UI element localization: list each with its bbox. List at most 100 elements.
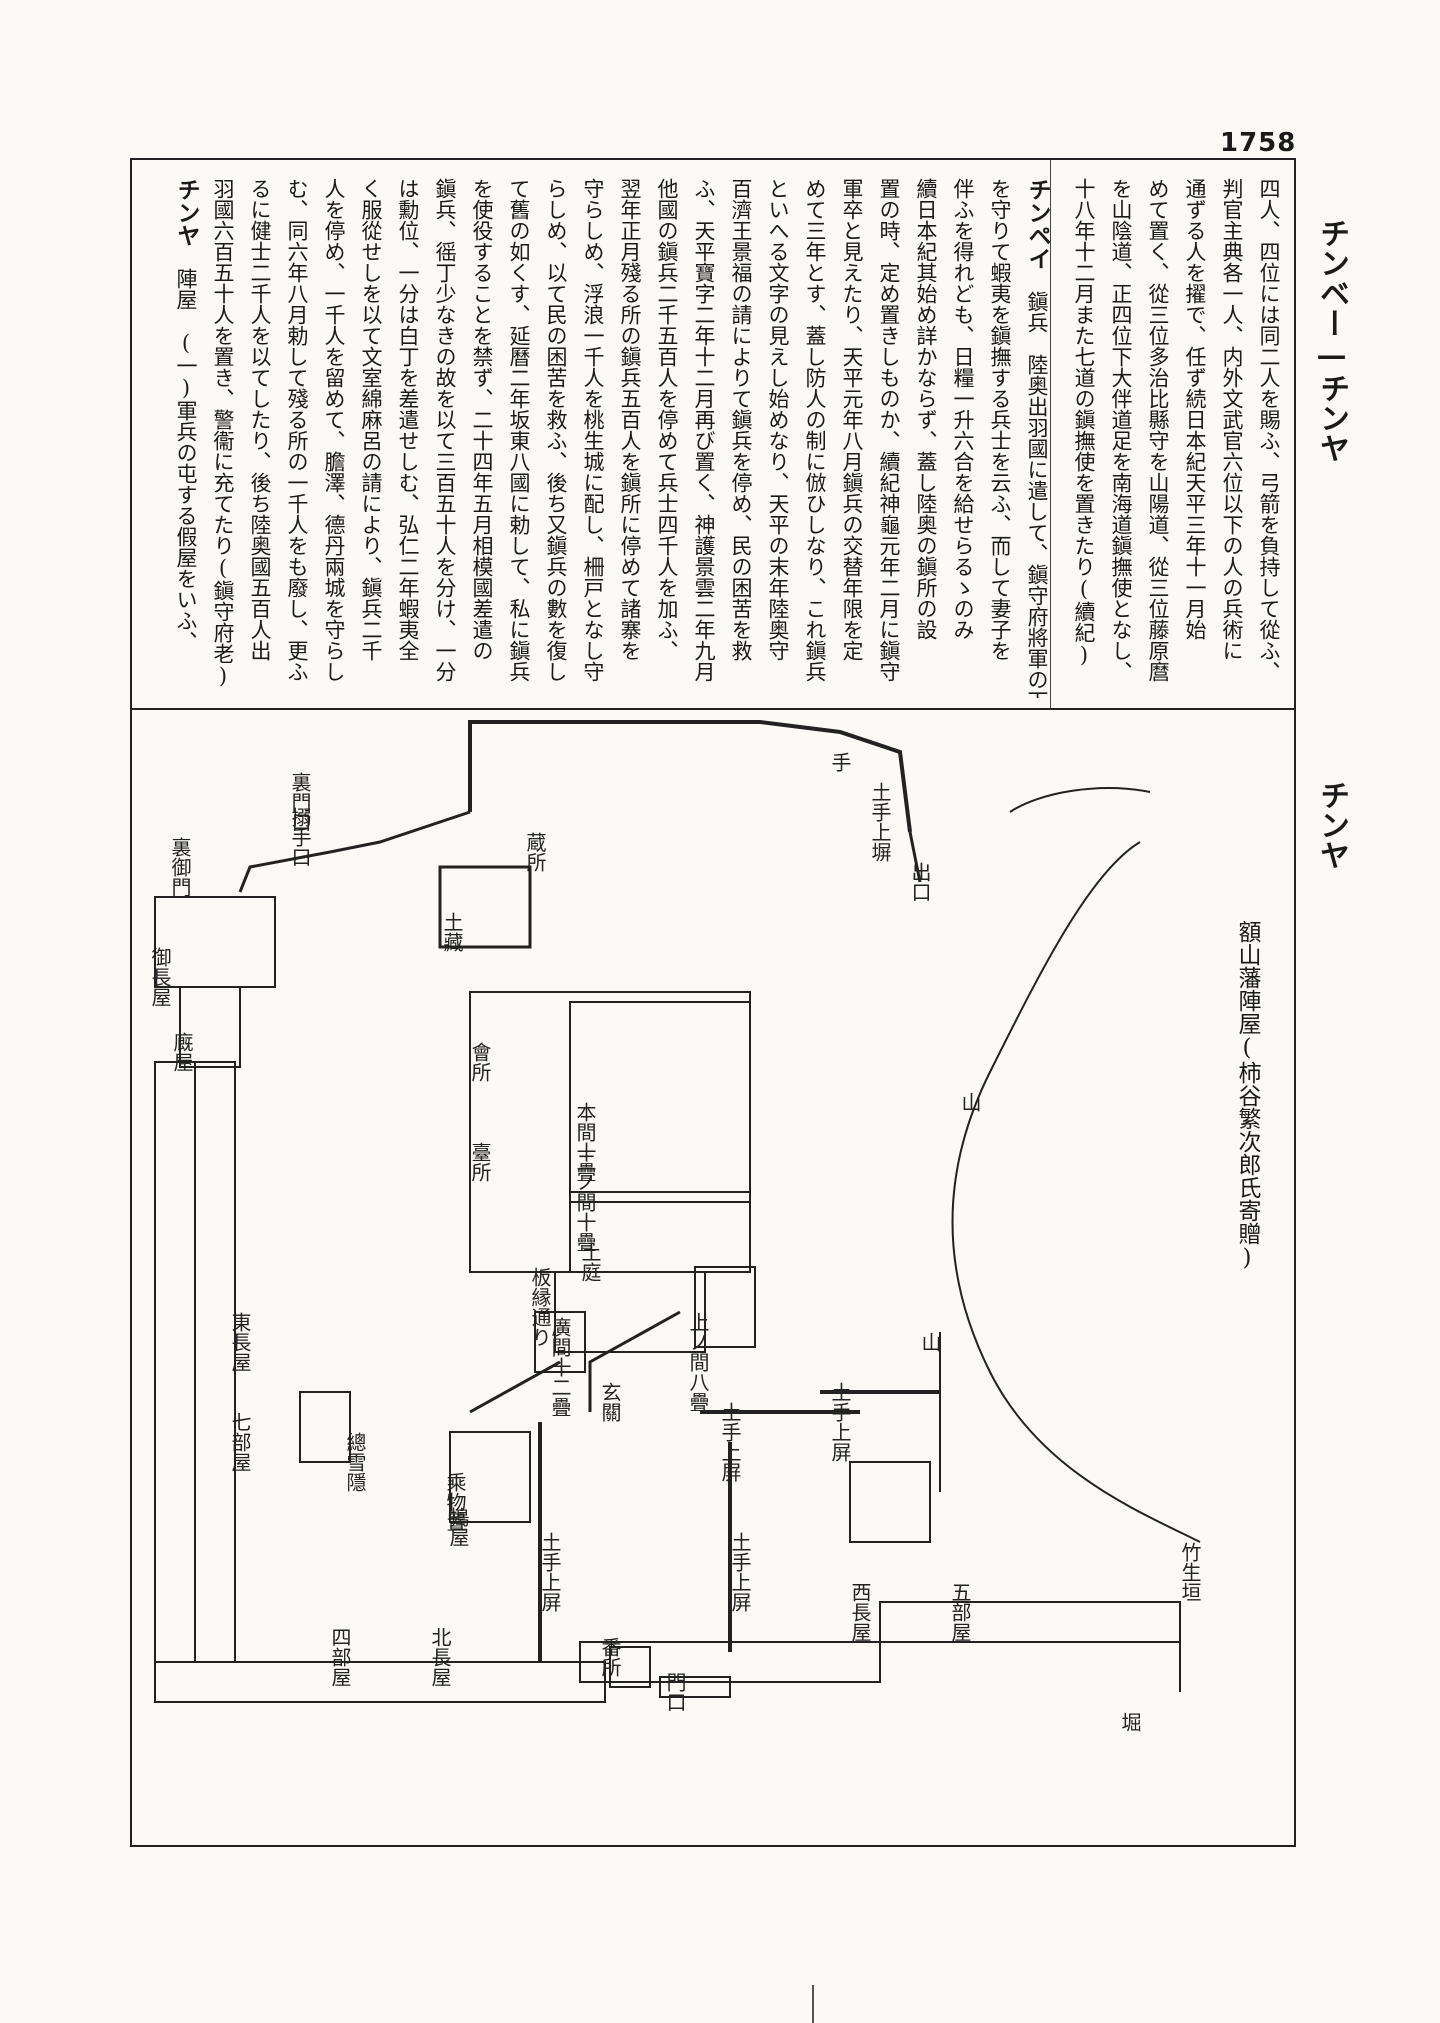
map-label-ha: 堀 <box>1118 1712 1142 1732</box>
column-text: む、同六年八月勅して殘る所の一千人をも廢し、更ふ <box>285 178 309 682</box>
column-text: 鎭兵 陸奥出羽國に遣して、鎭守府將軍の下に屬し、諸城柵 <box>1025 270 1049 698</box>
text-column: 羽國六百五十人を置き、警衞に充てたり(鎭守府老) <box>206 178 242 698</box>
text-column: らしめ、以て民の困苦を救ふ、後ち又鎭兵の數を復し <box>539 178 575 698</box>
map-label-gate-nw: 裏門口 <box>288 772 312 832</box>
map-label-norimono: 乘物置 <box>443 1472 467 1532</box>
column-text: 人を停め、一千人を留めて、膽澤、德丹兩城を守らし <box>322 178 346 682</box>
text-column: 鎭兵、徭丁少なきの故を以て三百五十人を分け、一分 <box>428 178 464 698</box>
map-label-yama1: 山 <box>958 1092 982 1112</box>
column-text: 置の時、定め置きしものか、續紀神龜元年二月に鎭守 <box>877 178 901 682</box>
text-column: めて三年とす、蓋し防人の制に倣ひしなり、これ鎭兵 <box>798 178 834 698</box>
map-label-dote-center: 土手上屏 <box>728 1532 752 1612</box>
map-label-shibuya: 四部屋 <box>328 1627 352 1687</box>
map-label-kamima: 上ノ間八疊 <box>686 1312 710 1412</box>
column-text: 通ずる人を擢で、任ず続日本紀天平三年十一月始 <box>1183 178 1207 640</box>
text-column: を山陰道、正四位下大伴道足を南海道鎭撫使となし、 <box>1104 178 1140 698</box>
text-column: を使役することを禁ず、二十四年五月相模國差遣の <box>465 178 501 698</box>
map-label-doniwa: 土庭 <box>578 1242 602 1282</box>
text-column: 守らしめ、浮浪一千人を桃生城に配し、柵戸となし守 <box>576 178 612 698</box>
map-label-yama2: 山 <box>918 1332 942 1352</box>
map-label-gate-nw2: 搦手口 <box>288 807 312 867</box>
text-column: チンペイ 鎭兵 陸奥出羽國に遣して、鎭守府將軍の下に屬し、諸城柵 <box>1020 178 1056 698</box>
map-caption: 額山藩陣屋(柿谷繁次郎氏寄贈) <box>1234 920 1260 1271</box>
entry-heading: チンペイ <box>1024 178 1050 270</box>
column-text: 續日本紀其始め詳かならず、蓋し陸奥の鎭所の設 <box>914 178 938 640</box>
text-column: 他國の鎭兵二千五百人を停めて兵士四千人を加ふ、 <box>650 178 686 698</box>
column-text: るに健士二千人を以てしたり、後ち陸奥國五百人出 <box>248 178 272 661</box>
map-label-genkan: 玄關 <box>598 1382 622 1422</box>
map-label-kitanagaya: 北長屋 <box>428 1627 452 1687</box>
column-text: く服從せしを以て文室綿麻呂の請により、鎭兵二千 <box>359 178 383 661</box>
column-text: ふ、天平寶字二年十二月再び置く、神護景雲二年九月 <box>692 178 716 682</box>
text-column: ふ、天平寶字二年十二月再び置く、神護景雲二年九月 <box>687 178 723 698</box>
text-column: めて置く、從三位多治比縣守を山陽道、從三位藤原麿 <box>1141 178 1177 698</box>
text-column: む、同六年八月勅して殘る所の一千人をも廢し、更ふ <box>280 178 316 698</box>
text-column: 翌年正月殘る所の鎭兵五百人を鎭所に停めて諸寨を <box>613 178 649 698</box>
map-label-dozo: 土藏 <box>440 912 464 952</box>
column-text: 四人、四位には同二人を賜ふ、弓箭を負持して從ふ、 <box>1257 178 1281 682</box>
map-label-daidokoro: 臺所 <box>468 1142 492 1182</box>
column-text: めて三年とす、蓋し防人の制に倣ひしなり、これ鎭兵 <box>803 178 827 682</box>
column-text: 判官主典各一人、内外文武官六位以下の人の兵術に <box>1220 178 1244 661</box>
column-text: 軍卒と見えたり、天平元年八月鎭兵の交替年限を定 <box>840 178 864 661</box>
map-label-shichibuya: 七部屋 <box>228 1412 252 1472</box>
entry-heading: チンヤ <box>173 178 199 247</box>
column-text: は勳位、一分は白丁を差遣せしむ、弘仁二年蝦夷全 <box>396 178 420 661</box>
column-text: 百濟王景福の請によりて鎭兵を停め、民の困苦を救 <box>729 178 753 661</box>
jinya-map: 土手上塀 手 出口 裏門口 搦手口 裏御門 土藏 蔵所 御長屋 廐屋 東長屋 七… <box>140 712 1280 1832</box>
column-text: 他國の鎭兵二千五百人を停めて兵士四千人を加ふ、 <box>655 178 679 661</box>
map-label-tsukiya: 搗屋 <box>446 1507 470 1547</box>
text-column: といへる文字の見えし始めなり、天平の末年陸奥守 <box>761 178 797 698</box>
map-label-exit: 出口 <box>908 862 932 902</box>
map-label-dote-mid: 土手上屏 <box>718 1402 742 1482</box>
page-gutter <box>812 1985 814 2023</box>
text-column: 通ずる人を擢で、任ず続日本紀天平三年十一月始 <box>1178 178 1214 698</box>
text-map-divider <box>130 708 1294 710</box>
column-text: 伴ふを得れども、日糧一升六合を給せらるゝのみ <box>951 178 975 640</box>
map-label-hoko: 蔵所 <box>523 832 547 872</box>
column-text: めて置く、從三位多治比縣守を山陽道、從三位藤原麿 <box>1146 178 1170 682</box>
map-label-kaisho: 會所 <box>468 1042 492 1082</box>
column-text: 羽國六百五十人を置き、警衞に充てたり(鎭守府老) <box>211 178 235 688</box>
map-label-dote-r: 土手上屏 <box>828 1382 852 1462</box>
page-number: 1758 <box>1220 128 1297 158</box>
text-column: 十八年十二月また七道の鎭撫使を置きたり(續紀) <box>1067 178 1103 698</box>
column-text: 守らしめ、浮浪一千人を桃生城に配し、柵戸となし守 <box>581 178 605 682</box>
text-column: 判官主典各一人、内外文武官六位以下の人の兵術に <box>1215 178 1251 698</box>
column-text: を守りて蝦夷を鎭撫する兵士を云ふ、而して妻子を <box>988 178 1012 661</box>
map-label-umaya: 廐屋 <box>170 1032 194 1072</box>
map-label-sokaku: 總雪隱 <box>343 1432 367 1492</box>
map-label-hiroma: 廣間十二疊 <box>548 1317 572 1417</box>
map-label-takegaki: 竹生垣 <box>1178 1542 1202 1602</box>
text-column: チンヤ 陣屋 (一)軍兵の屯する假屋をいふ、 <box>169 178 205 698</box>
text-column: を守りて蝦夷を鎭撫する兵士を云ふ、而して妻子を <box>983 178 1019 698</box>
column-text: 陣屋 (一)軍兵の屯する假屋をいふ、 <box>174 247 198 652</box>
column-text: て舊の如くす、延曆二年坂東八國に勅して、私に鎭兵 <box>507 178 531 682</box>
map-label-hand: 手 <box>828 752 852 772</box>
column-text: らしめ、以て民の困苦を救ふ、後ち又鎭兵の數を復し <box>544 178 568 682</box>
text-column: 人を停め、一千人を留めて、膽澤、德丹兩城を守らし <box>317 178 353 698</box>
column-text: 十八年十二月また七道の鎭撫使を置きたり(續紀) <box>1072 178 1096 667</box>
column-text: 翌年正月殘る所の鎭兵五百人を鎭所に停めて諸寨を <box>618 178 642 661</box>
text-column: 續日本紀其始め詳かならず、蓋し陸奥の鎭所の設 <box>909 178 945 698</box>
map-label-nishinagaya: 西長屋 <box>848 1582 872 1642</box>
text-column: は勳位、一分は白丁を差遣せしむ、弘仁二年蝦夷全 <box>391 178 427 698</box>
text-column: て舊の如くす、延曆二年坂東八國に勅して、私に鎭兵 <box>502 178 538 698</box>
map-label-gate-w: 裏御門 <box>168 837 192 897</box>
map-label-honma: 本間十疊 <box>573 1102 597 1182</box>
text-column: るに健士二千人を以てしたり、後ち陸奥國五百人出 <box>243 178 279 698</box>
page-frame <box>130 158 1296 1847</box>
column-text: といへる文字の見えし始めなり、天平の末年陸奥守 <box>766 178 790 661</box>
map-label-dote-top: 土手上塀 <box>868 782 892 862</box>
map-label-dote-left: 土手上屏 <box>538 1532 562 1612</box>
text-column: 置の時、定め置きしものか、續紀神龜元年二月に鎭守 <box>872 178 908 698</box>
running-head: チンベー—チンヤ <box>1314 218 1349 463</box>
map-label-bansho: 番所 <box>598 1637 622 1677</box>
text-column: 軍卒と見えたり、天平元年八月鎭兵の交替年限を定 <box>835 178 871 698</box>
text-column: 伴ふを得れども、日糧一升六合を給せらるゝのみ <box>946 178 982 698</box>
column-text: を山陰道、正四位下大伴道足を南海道鎭撫使となし、 <box>1109 178 1133 682</box>
map-label-east-nagaya: 東長屋 <box>228 1312 252 1372</box>
running-head-map: チンヤ <box>1314 780 1349 870</box>
map-label-niho: 二ノ間十疊 <box>573 1152 597 1252</box>
text-column: 四人、四位には同二人を賜ふ、弓箭を負持して從ふ、 <box>1252 178 1288 698</box>
